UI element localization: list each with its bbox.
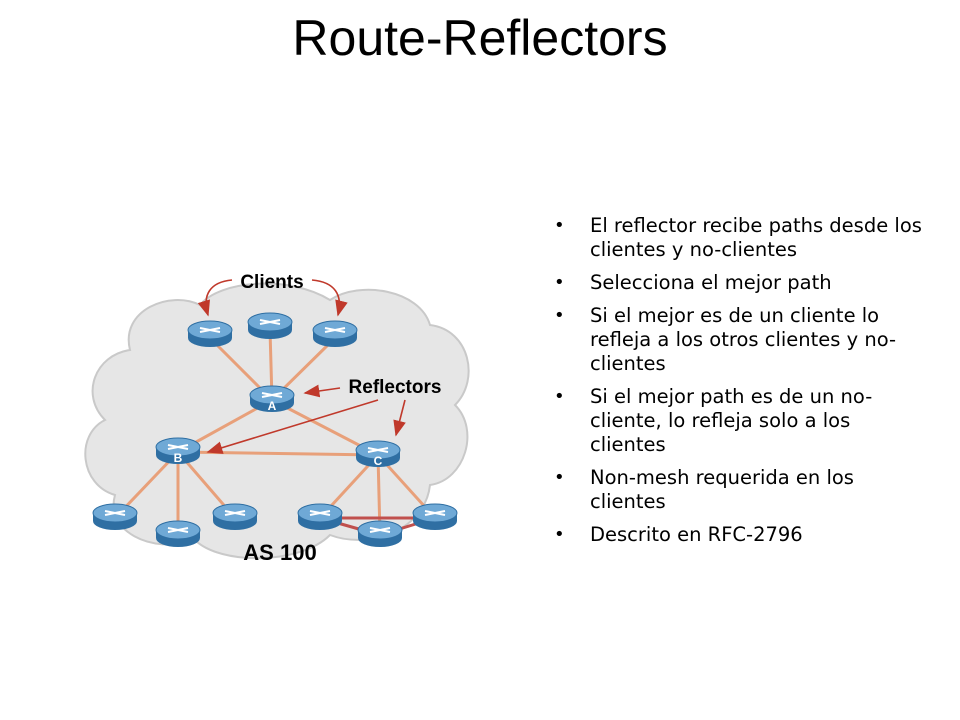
router-a: A: [249, 385, 295, 413]
bullet-item: • Descrito en RFC-2796: [552, 523, 932, 547]
bullet-text: Descrito en RFC-2796: [590, 523, 803, 546]
router-a-label: A: [268, 399, 277, 413]
router-c-client-bottom: [357, 520, 403, 547]
annotation-arrows: [197, 279, 406, 454]
bullet-dot: •: [554, 215, 565, 236]
reflectors-label: Reflectors: [349, 377, 442, 398]
router-client-top-right: [312, 320, 358, 347]
bullet-item: • El reflector recibe paths desde los cli…: [552, 214, 932, 262]
bullet-text: Si el mejor path es de un no-cliente, lo…: [590, 385, 873, 456]
router-b: B: [155, 437, 201, 465]
as-cloud: [84, 282, 470, 560]
router-client-top-center: [247, 312, 293, 339]
as-label: AS 100: [243, 540, 316, 565]
bullet-text: Non-mesh requerida en los clientes: [590, 466, 854, 513]
router-c-client-right: [412, 503, 458, 530]
bullet-item: • Non-mesh requerida en los clientes: [552, 466, 932, 514]
router-c-label: C: [374, 454, 383, 468]
bullet-dot: •: [554, 272, 565, 293]
router-b-client-bottom: [155, 520, 201, 547]
router-b-label: B: [174, 451, 183, 465]
router-c-client-left: [297, 503, 343, 530]
route-reflector-diagram: A B C Clients Reflectors AS 100: [84, 272, 470, 565]
bullet-text: Si el mejor es de un cliente lo refleja …: [590, 304, 897, 375]
bullet-item: • Si el mejor es de un cliente lo refleja…: [552, 304, 932, 376]
bullet-text: El reflector recibe paths desde los clie…: [590, 214, 922, 261]
bullet-item: • Si el mejor path es de un no-cliente, l…: [552, 385, 932, 457]
bullet-item: • Selecciona el mejor path: [552, 271, 932, 295]
bullet-dot: •: [554, 386, 565, 407]
bullet-dot: •: [554, 524, 565, 545]
bullet-dot: •: [554, 305, 565, 326]
router-c: C: [355, 440, 401, 468]
bullet-text: Selecciona el mejor path: [590, 271, 832, 294]
router-client-top-left: [187, 320, 233, 347]
bullet-list: • El reflector recibe paths desde los cli…: [552, 214, 932, 556]
slide-title: Route-Reflectors: [292, 10, 668, 66]
router-b-client-left: [92, 503, 138, 530]
clients-label: Clients: [240, 272, 303, 293]
router-b-client-right: [212, 503, 258, 530]
bullet-dot: •: [554, 467, 565, 488]
